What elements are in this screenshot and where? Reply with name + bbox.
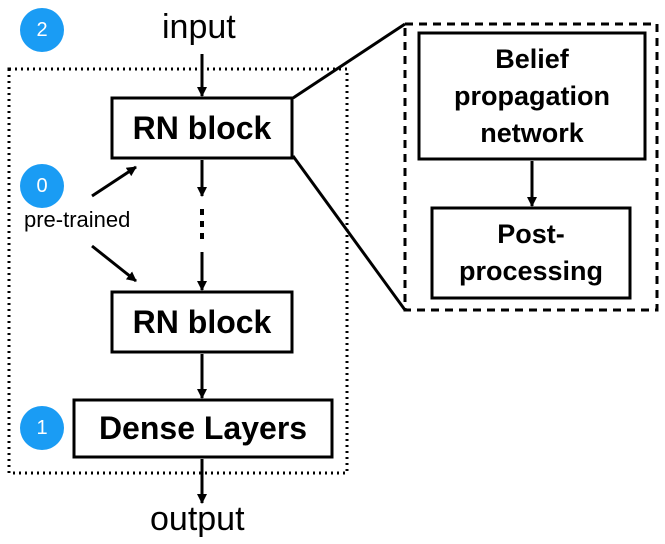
bp-network-line1: Belief	[495, 43, 569, 74]
dense-layers: Dense Layers	[98, 410, 308, 446]
dense-layers-box	[72, 398, 334, 459]
rn-block-top: RN block	[132, 109, 272, 146]
bp-network-box	[417, 31, 647, 161]
rn-block-bottom-box	[110, 290, 294, 354]
post-processing-box	[430, 206, 632, 300]
output-label: output	[150, 500, 245, 538]
zoom-line-top	[292, 22, 406, 100]
bp-network-text: Belief propagation network	[419, 33, 645, 159]
input-label: input	[162, 8, 236, 46]
detail-dashed-frame	[403, 22, 659, 312]
rn-block-top-box	[110, 96, 294, 160]
badge-2: 2	[20, 8, 64, 52]
rn-block-bottom: RN block	[132, 303, 272, 340]
arrow-pretrained-top	[91, 165, 137, 198]
post-line1: Post-	[497, 219, 565, 249]
zoom-line-bottom	[291, 155, 407, 311]
badge-1: 1	[20, 406, 64, 450]
post-processing-text: Post- processing	[432, 208, 630, 298]
model-dotted-frame	[7, 67, 349, 475]
arrow-pretrained-bottom	[91, 244, 137, 283]
badge-0: 0	[20, 164, 64, 208]
pretrained-label: pre-trained	[24, 207, 131, 232]
post-line2: processing	[458, 256, 604, 286]
bp-network-line3: network	[480, 117, 584, 148]
bp-network-line2: propagation	[454, 80, 610, 111]
